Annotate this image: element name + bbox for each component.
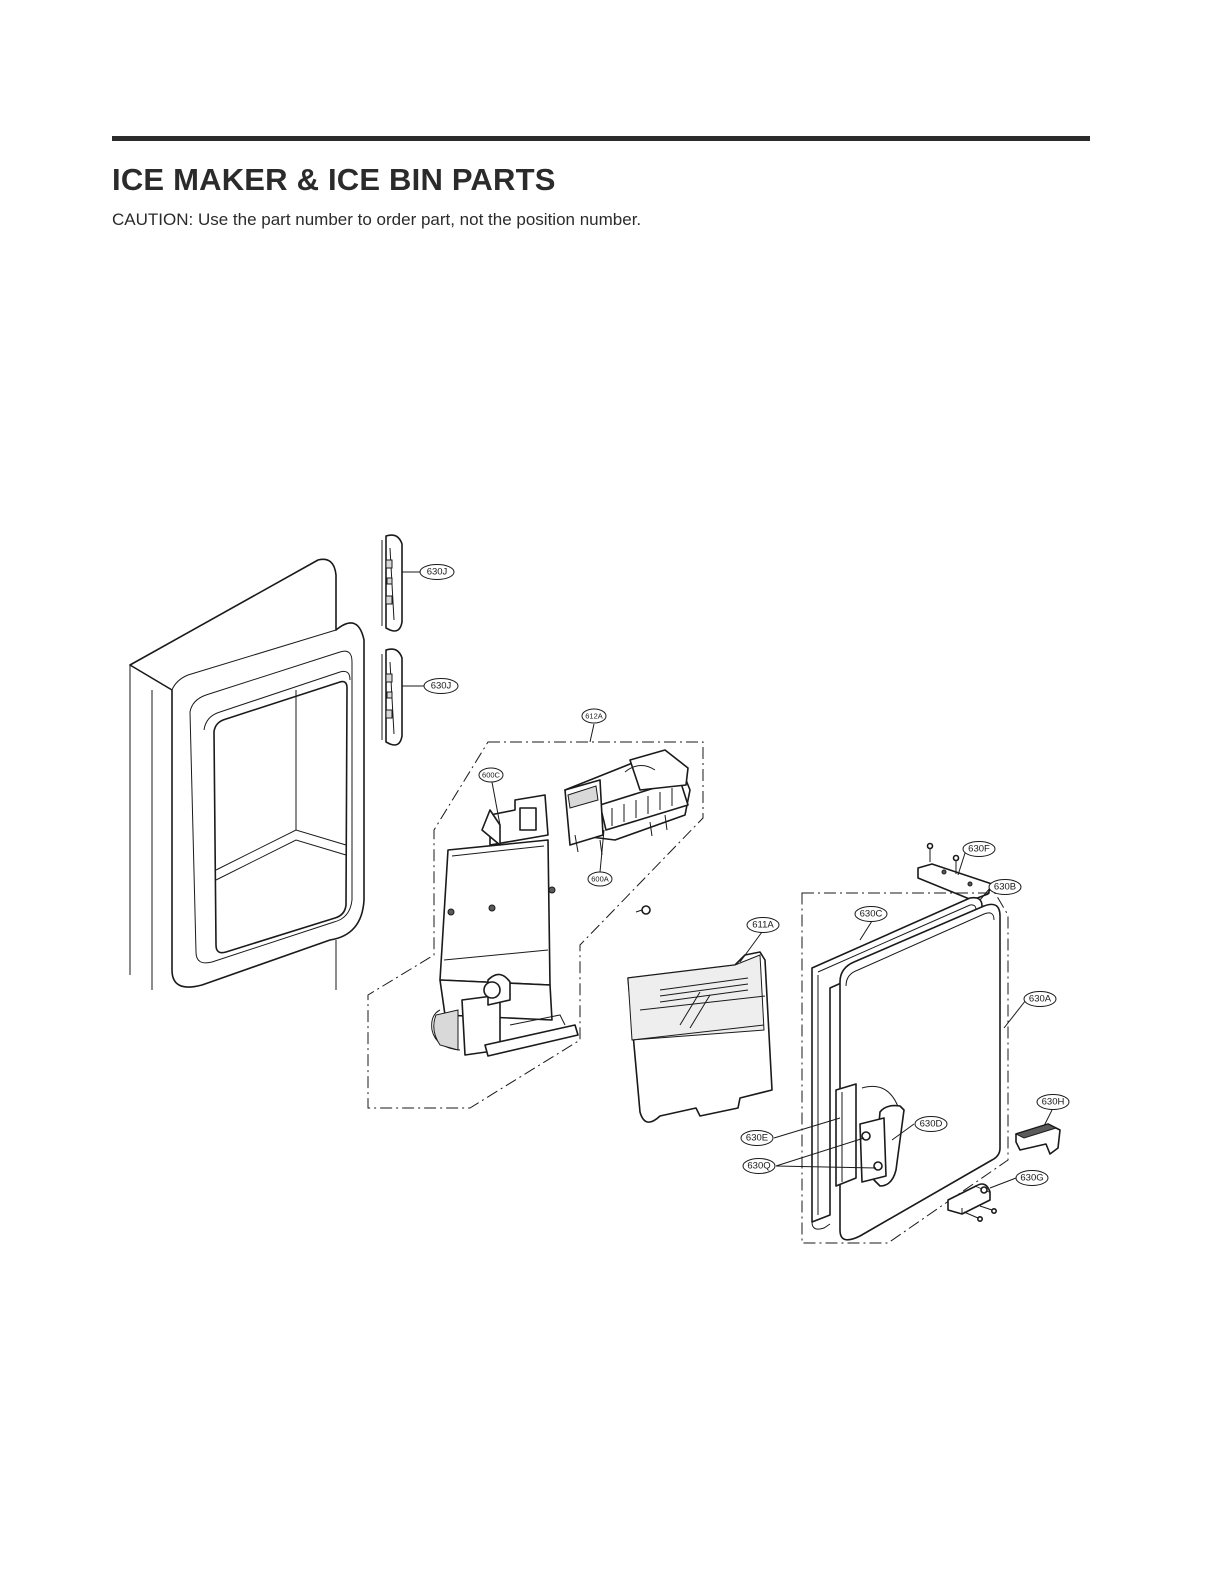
callout-630F: 630F	[962, 841, 996, 857]
ice-maker-bracket	[431, 794, 579, 1057]
callout-600C: 600C	[478, 767, 504, 783]
callout-611A: 611A	[746, 917, 780, 933]
callout-630J-upper: 630J	[419, 564, 455, 580]
page-title: ICE MAKER & ICE BIN PARTS	[112, 162, 556, 197]
svg-text:630E: 630E	[746, 1133, 768, 1144]
hinge-cap	[1014, 1123, 1061, 1155]
svg-text:630J: 630J	[427, 567, 448, 578]
callout-630J-lower: 630J	[423, 678, 459, 694]
svg-text:630B: 630B	[994, 882, 1016, 893]
svg-text:600A: 600A	[591, 875, 609, 884]
callout-630D: 630D	[914, 1116, 948, 1132]
door-latch	[835, 1083, 857, 1187]
upper-hinge-bracket	[917, 842, 993, 901]
callout-630H: 630H	[1036, 1094, 1070, 1110]
guide-rail-upper	[381, 534, 403, 632]
callout-630A: 630A	[1023, 991, 1057, 1007]
callout-600A: 600A	[587, 871, 613, 887]
svg-text:630J: 630J	[431, 681, 452, 692]
svg-text:630A: 630A	[1029, 994, 1052, 1005]
svg-text:630C: 630C	[860, 909, 883, 920]
callout-630C: 630C	[854, 906, 888, 922]
screw	[635, 905, 651, 915]
lower-hinge	[947, 1183, 997, 1223]
leader-lines	[402, 571, 1053, 1189]
callout-630E: 630E	[740, 1130, 774, 1146]
callout-630G: 630G	[1015, 1170, 1049, 1186]
svg-text:600C: 600C	[482, 771, 501, 780]
caution-note: CAUTION: Use the part number to order pa…	[112, 210, 642, 229]
svg-text:630H: 630H	[1042, 1097, 1065, 1108]
svg-text:630F: 630F	[968, 844, 990, 855]
callout-612A: 612A	[581, 708, 607, 724]
ice-maker-assembly-outline	[367, 741, 704, 1109]
ice-maker-module	[564, 749, 691, 856]
svg-text:630D: 630D	[920, 1119, 943, 1130]
callout-630Q: 630Q	[742, 1158, 776, 1174]
callout-630B: 630B	[988, 879, 1022, 895]
svg-text:611A: 611A	[752, 920, 774, 931]
svg-text:612A: 612A	[585, 712, 603, 721]
svg-text:630Q: 630Q	[747, 1161, 770, 1172]
title-rule	[112, 136, 1090, 141]
door-liner	[129, 558, 365, 990]
ice-bin-cover	[627, 951, 773, 1123]
guide-rail-lower	[381, 648, 403, 746]
svg-text:630G: 630G	[1020, 1173, 1043, 1184]
